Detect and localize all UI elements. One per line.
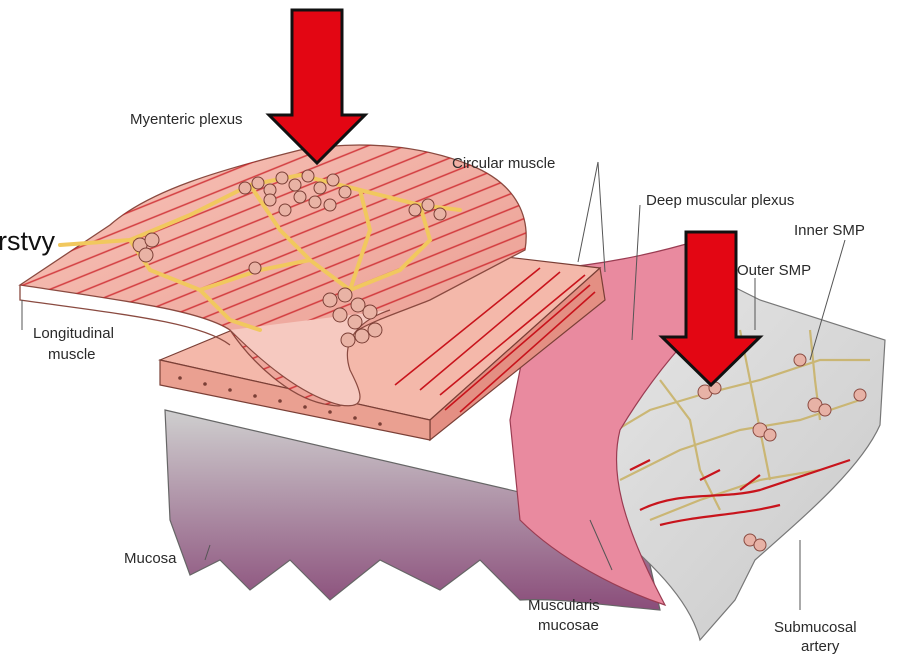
red-arrow-left xyxy=(269,10,365,163)
label-muscularis-mucosae-line2: mucosae xyxy=(538,617,599,634)
label-longitudinal-muscle-line1: Longitudinal xyxy=(33,325,114,342)
label-outer-smp: Outer SMP xyxy=(737,262,811,279)
label-inner-smp: Inner SMP xyxy=(794,222,865,239)
label-muscularis-mucosae-line1: Muscularis xyxy=(528,597,600,614)
label-submucosal-artery-line1: Submucosal xyxy=(774,619,857,636)
label-myenteric-plexus: Myenteric plexus xyxy=(130,111,243,128)
label-longitudinal-muscle-line2: muscle xyxy=(48,346,96,363)
overlay-text: rstvy xyxy=(0,226,55,256)
label-mucosa: Mucosa xyxy=(124,550,177,567)
label-deep-muscular-plexus: Deep muscular plexus xyxy=(646,192,794,209)
label-submucosal-artery-line2: artery xyxy=(801,638,840,655)
label-circular-muscle: Circular muscle xyxy=(452,155,555,172)
